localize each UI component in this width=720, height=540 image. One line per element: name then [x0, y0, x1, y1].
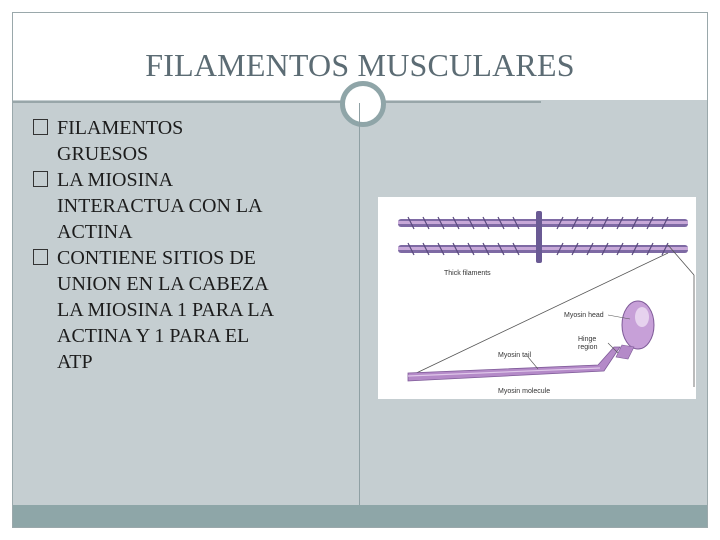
bullet-list: FILAMENTOS GRUESOS LA MIOSINA INTERACTUA… [33, 115, 353, 375]
bullet-line: FILAMENTOS [57, 117, 184, 139]
label-hinge: Hinge [578, 336, 596, 343]
slide-frame: FILAMENTOS MUSCULARES FILAMENTOS GRUESOS… [12, 12, 708, 528]
bullet-line: LA MIOSINA 1 PARA LA [57, 299, 275, 321]
column-divider [359, 103, 360, 515]
slide-title: FILAMENTOS MUSCULARES [145, 47, 575, 83]
m-line [536, 211, 542, 263]
bullet-line: INTERACTUA CON LA [57, 195, 263, 217]
ring-ornament-icon [340, 81, 386, 127]
label-thick-filaments: Thick filaments [444, 270, 491, 277]
thick-filament-top [398, 216, 688, 230]
label-myosin-molecule: Myosin molecule [498, 388, 550, 395]
bullet-box-icon [33, 119, 48, 135]
myosin-molecule [407, 300, 655, 382]
bullet-item: CONTIENE SITIOS DE UNION EN LA CABEZA LA… [33, 245, 353, 375]
bullet-line: ACTINA Y 1 PARA EL [57, 325, 250, 347]
label-myosin-tail: Myosin tail [498, 352, 532, 359]
bullet-line: ATP [57, 351, 93, 373]
thick-filament-bottom [398, 242, 688, 256]
callout-line [607, 314, 631, 320]
myosin-figure: Thick filaments Myosin head Hinge region… [378, 197, 696, 399]
bullet-line: UNION EN LA CABEZA [57, 273, 269, 295]
title-rule-right [385, 101, 541, 103]
bullet-box-icon [33, 249, 48, 265]
bullet-line: CONTIENE SITIOS DE [57, 247, 256, 269]
bottom-bar [13, 505, 707, 527]
bullet-line: LA MIOSINA [57, 169, 174, 191]
bullet-line: GRUESOS [57, 143, 149, 165]
callout-line [607, 342, 619, 354]
label-region: region [578, 344, 598, 351]
callout-line [527, 356, 539, 370]
zoom-line [667, 244, 695, 276]
bullet-box-icon [33, 171, 48, 187]
myosin-diagram: Thick filaments Myosin head Hinge region… [398, 211, 695, 395]
zoom-line [407, 252, 669, 378]
title-rule-left [13, 101, 343, 103]
bullet-line: ACTINA [57, 221, 133, 243]
bullet-item: FILAMENTOS GRUESOS [33, 115, 353, 167]
label-myosin-head: Myosin head [564, 312, 604, 319]
bullet-item: LA MIOSINA INTERACTUA CON LA ACTINA [33, 167, 353, 245]
